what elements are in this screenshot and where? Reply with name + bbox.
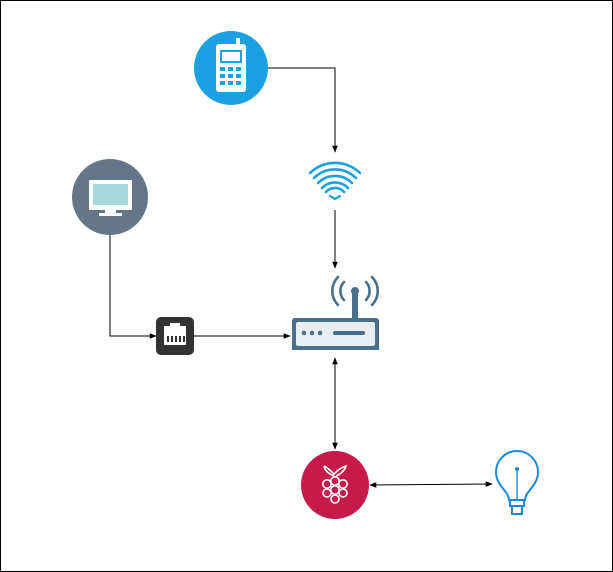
router-icon[interactable] <box>292 275 379 350</box>
light-bulb-icon[interactable] <box>494 450 540 515</box>
edge-phone-to-wifi <box>268 67 338 153</box>
monitor-icon[interactable] <box>72 159 148 235</box>
edge-raspberry-pi-light-bulb <box>369 481 493 488</box>
ethernet-port-icon[interactable] <box>156 317 194 355</box>
raspberry-pi-icon[interactable] <box>301 451 369 519</box>
edge-monitor-to-ethernet <box>109 235 157 339</box>
mobile-phone-icon[interactable] <box>194 31 268 105</box>
wifi-icon[interactable] <box>308 161 362 201</box>
